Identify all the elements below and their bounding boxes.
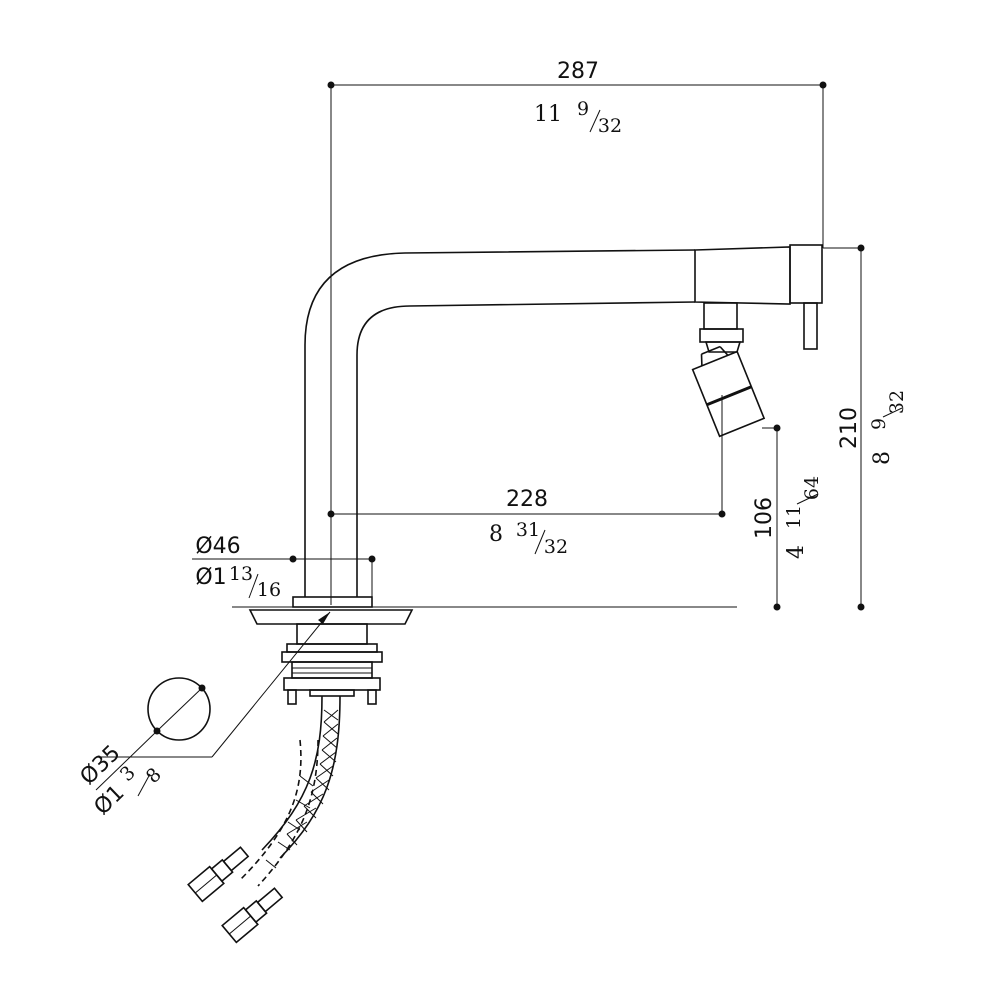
spout-reach-inch-whole: 8 [489, 522, 503, 547]
spout-height-inch-num: 11 [783, 505, 805, 529]
dimension-spout-height: 106 4 11 64 [752, 424, 823, 611]
spout-reach-inch-den: 32 [544, 536, 568, 558]
dimension-overall-width: 287 11 9 32 [327, 59, 827, 605]
flexible-hoses [187, 695, 341, 944]
dimension-overall-height: 210 8 9 32 [823, 244, 908, 611]
overall-height-inch-num: 9 [868, 418, 890, 430]
overall-width-inch-num: 9 [577, 98, 589, 120]
overall-width-inch-whole: 11 [534, 102, 562, 127]
spout-height-inch-den: 64 [801, 476, 823, 500]
mounting-kit [248, 609, 414, 705]
overall-height-inch-whole: 8 [870, 451, 895, 465]
body-diameter-inch-whole: Ø1 [195, 565, 226, 590]
body-diameter-mm: Ø46 [195, 534, 240, 559]
overall-width-inch-den: 32 [598, 115, 622, 137]
dimension-spout-reach: 228 8 31 32 [327, 395, 726, 558]
faucet-body [292, 244, 823, 608]
spout-reach-inch-num: 31 [516, 519, 540, 541]
dimension-body-diameter: Ø46 Ø1 13 16 [192, 534, 376, 605]
overall-height-mm: 210 [837, 407, 862, 449]
body-diameter-inch-num: 13 [229, 563, 253, 585]
spout-reach-mm: 228 [506, 487, 548, 512]
hole-diameter-inch-den: 8 [142, 764, 166, 788]
overall-width-mm: 287 [557, 59, 599, 84]
spout-height-mm: 106 [752, 497, 777, 539]
hole-diameter-inch-num: 3 [116, 762, 140, 786]
body-diameter-inch-den: 16 [257, 579, 281, 601]
hole-diameter-mm: Ø35 [76, 741, 126, 790]
spout-height-inch-whole: 4 [784, 545, 809, 559]
overall-height-inch-den: 32 [886, 390, 908, 414]
